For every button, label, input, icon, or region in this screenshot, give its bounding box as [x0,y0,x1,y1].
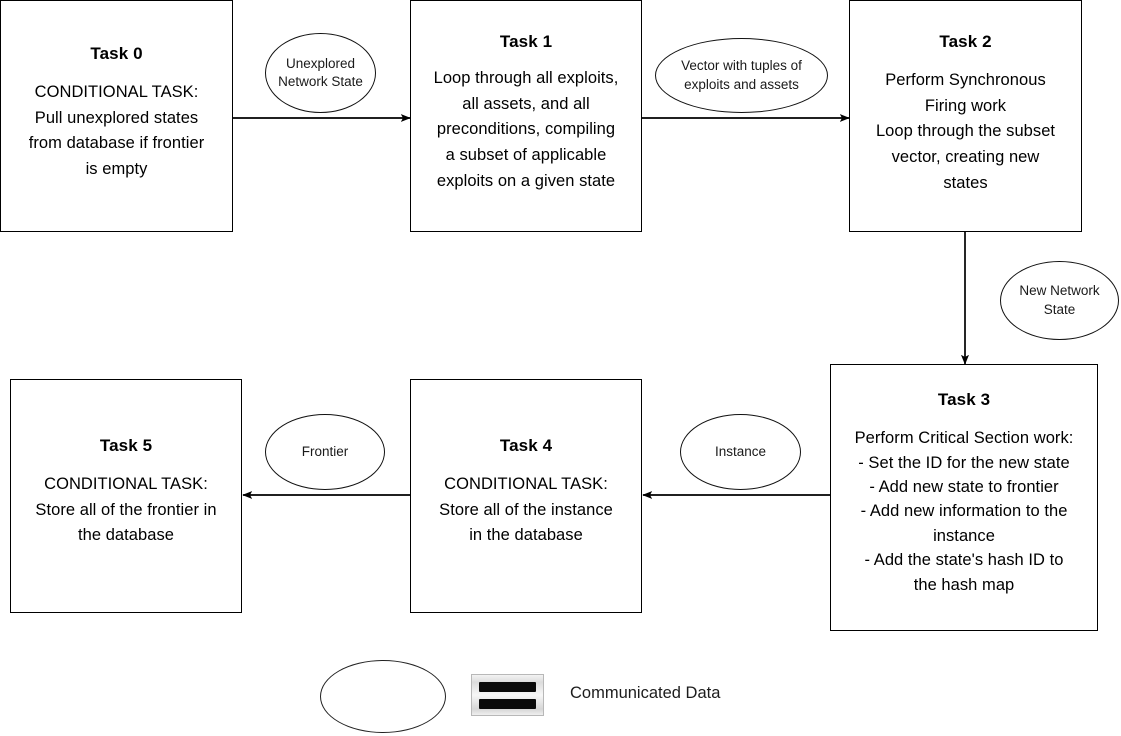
data-ellipse-label: Instance [714,443,767,459]
data-ellipse-new-network-state[interactable]: New Network State [1000,261,1119,340]
task-body: CONDITIONAL TASK: Store all of the insta… [439,475,613,545]
task-title: Task 4 [499,436,553,455]
task-body: CONDITIONAL TASK: Store all of the front… [35,475,217,545]
legend-label: Communicated Data [570,684,721,702]
task-title: Task 0 [90,44,143,63]
data-ellipse-vector-tuples[interactable]: Vector with tuples of exploits and asset… [655,38,828,113]
equals-bar-top [479,681,536,692]
task-title: Task 3 [937,390,991,409]
task-box-task-3[interactable]: Task 3 Perform Critical Section work: - … [830,364,1098,631]
task-body: Loop through all exploits, all assets, a… [433,69,619,190]
task-box-task-1[interactable]: Task 1 Loop through all exploits, all as… [410,0,642,232]
data-ellipse-label: Vector with tuples of exploits and asset… [681,58,802,92]
data-ellipse-label: New Network State [1019,283,1100,317]
task-box-task-0[interactable]: Task 0 CONDITIONAL TASK: Pull unexplored… [0,0,233,232]
task-body: Perform Synchronous Firing work Loop thr… [875,71,1056,192]
task-title: Task 2 [939,32,992,51]
task-box-task-4[interactable]: Task 4 CONDITIONAL TASK: Store all of th… [410,379,642,613]
task-title: Task 1 [499,32,553,51]
data-ellipse-label: Frontier [301,443,349,459]
task-body: CONDITIONAL TASK: Pull unexplored states… [28,83,205,178]
task-body: Perform Critical Section work: - Set the… [854,429,1074,594]
task-box-task-5[interactable]: Task 5 CONDITIONAL TASK: Store all of th… [10,379,242,613]
equals-bar-bottom [479,698,536,709]
data-ellipse-instance[interactable]: Instance [680,414,801,490]
data-ellipse-unexplored-network-state[interactable]: Unexplored Network State [265,33,376,113]
legend-equals-icon [471,674,544,716]
task-title: Task 5 [99,436,153,455]
data-ellipse-label: Unexplored Network State [278,55,363,89]
data-ellipse-frontier[interactable]: Frontier [265,414,385,490]
legend-ellipse-shape [320,660,446,733]
task-box-task-2[interactable]: Task 2 Perform Synchronous Firing work L… [849,0,1082,232]
